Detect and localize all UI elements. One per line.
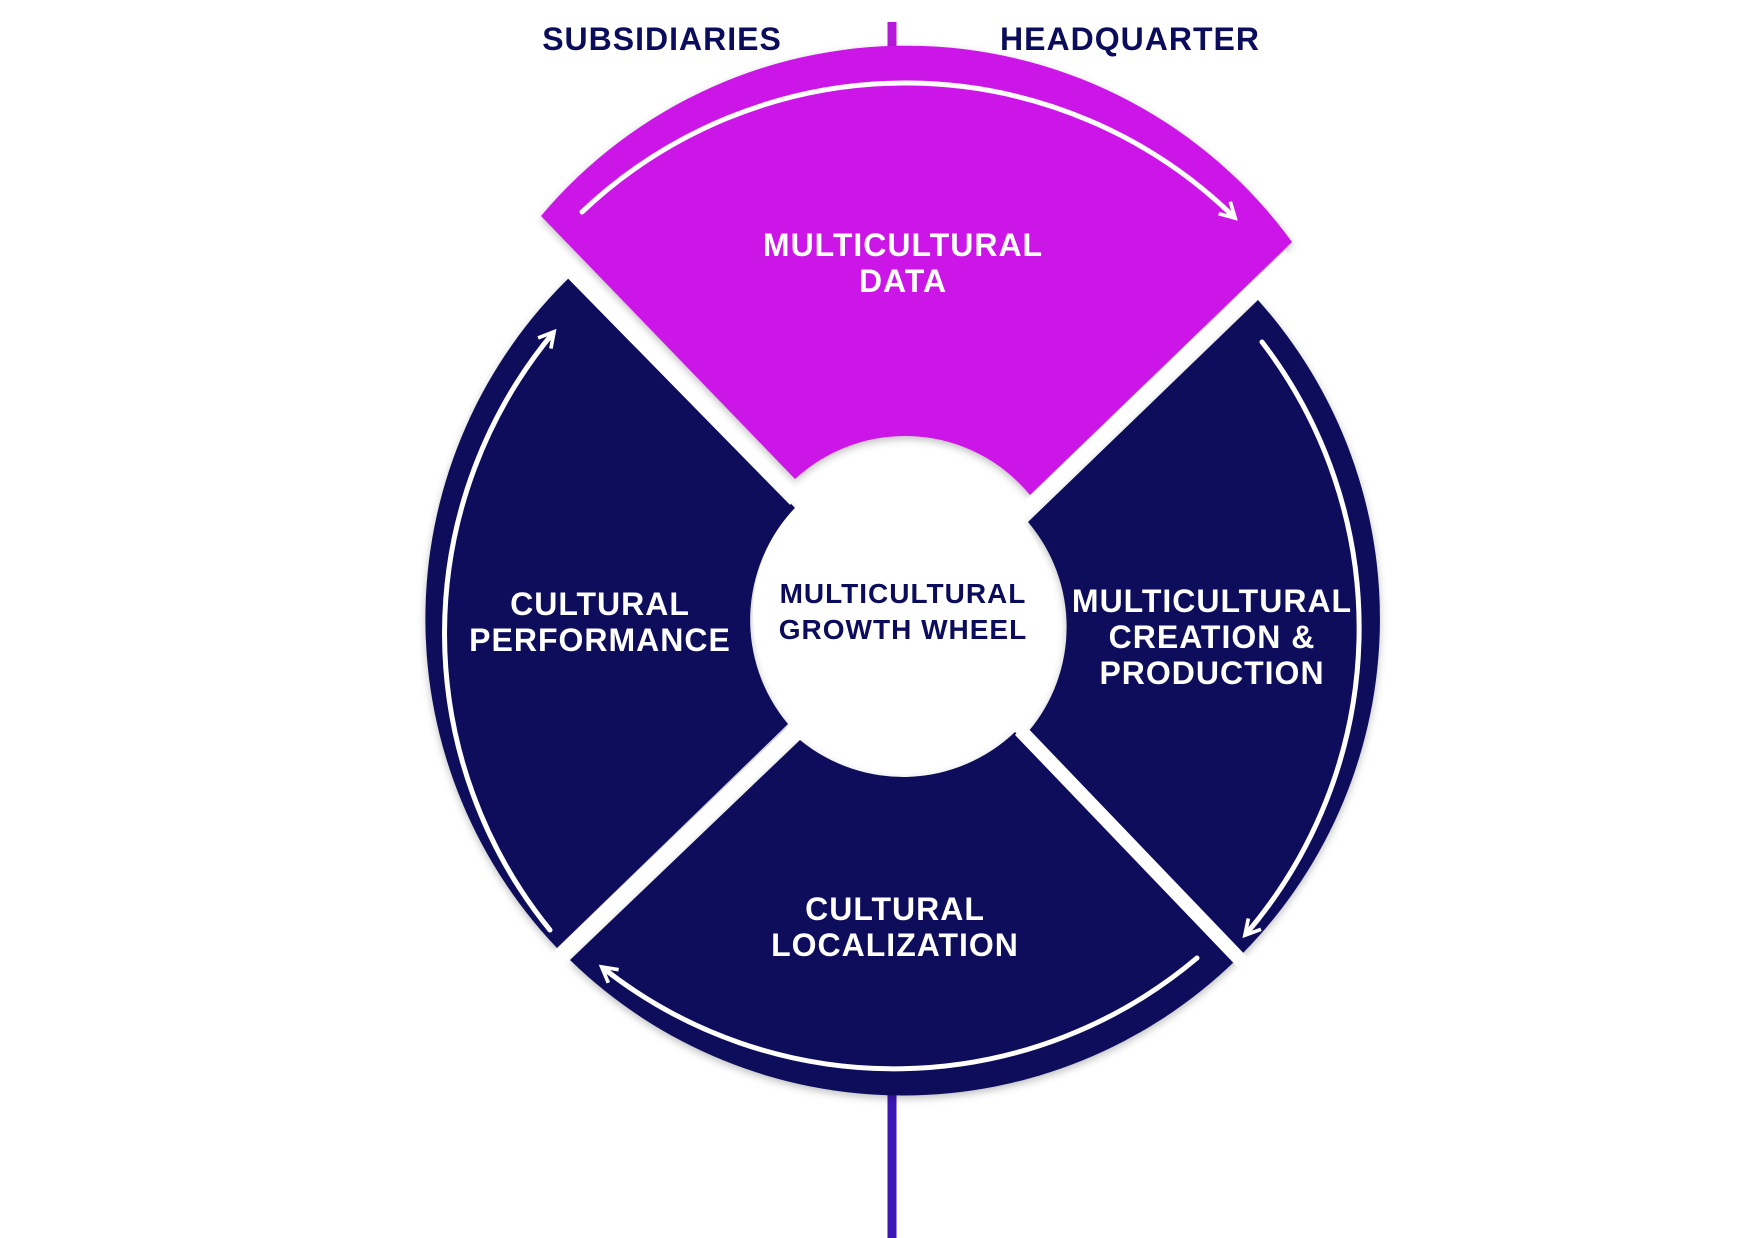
separator-top-right (1020, 249, 1295, 516)
segment-cultural-performance (425, 274, 795, 948)
segment-creation-line2: CREATION & (1109, 619, 1316, 655)
segment-creation-line3: PRODUCTION (1099, 655, 1324, 691)
segment-creation-line1: MULTICULTURAL (1072, 583, 1352, 619)
separator-bottom-left (550, 724, 800, 966)
segment-data-line1: MULTICULTURAL (763, 227, 1043, 263)
segment-cultural-localization (570, 732, 1236, 1096)
center-label-line1: MULTICULTURAL (780, 578, 1027, 609)
center-hub (753, 462, 1053, 762)
arrow-creation-to-localization (1246, 339, 1362, 934)
arrow-localization-to-performance (603, 955, 1200, 1072)
separator-bottom-right (1014, 725, 1256, 975)
headquarter-label: HEADQUARTER (1000, 21, 1260, 57)
segment-multicultural-creation-production (1028, 300, 1380, 960)
segment-localization-line2: LOCALIZATION (771, 927, 1019, 963)
arrow-performance-to-data (442, 333, 553, 933)
segment-multicultural-data (541, 45, 1292, 495)
center-label-line2: GROWTH WHEEL (779, 614, 1027, 645)
cycle-arrows (442, 80, 1362, 1072)
separator-top-left (540, 240, 800, 505)
segment-separators (540, 240, 1295, 975)
arrow-data-to-creation (579, 80, 1234, 217)
subsidiaries-label: SUBSIDIARIES (542, 21, 782, 57)
segment-performance-line2: PERFORMANCE (469, 622, 731, 658)
segment-localization-line1: CULTURAL (805, 891, 985, 927)
segment-performance-line1: CULTURAL (510, 586, 690, 622)
segment-data-line2: DATA (859, 263, 947, 299)
